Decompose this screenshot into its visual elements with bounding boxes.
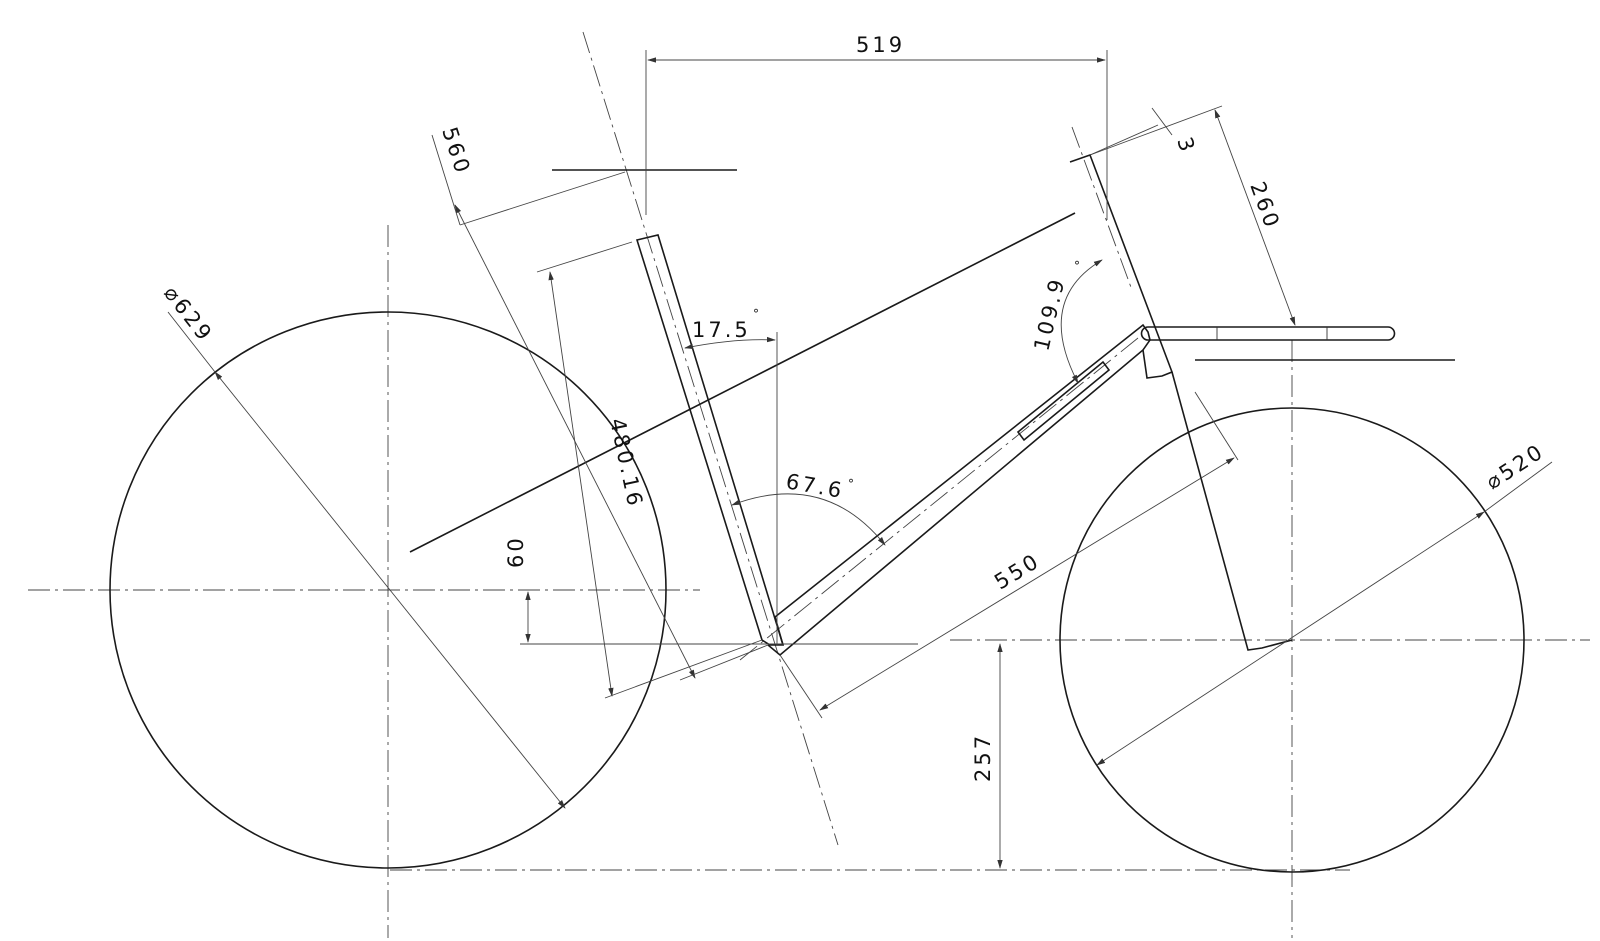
label-519: 519: [856, 33, 905, 57]
dim-480-ext-top: [536, 241, 633, 273]
dim-560-ext-bottom: [679, 644, 769, 681]
head-tube-axis: [1071, 126, 1133, 291]
seat-tube: [635, 234, 785, 646]
down-tube-axis: [739, 337, 1139, 661]
dim-560-leader: [431, 134, 461, 226]
label-257: 257: [971, 733, 995, 782]
dim-550-ext-bottom: [779, 654, 823, 719]
label-550: 550: [990, 548, 1044, 594]
label-60: 60: [504, 535, 528, 568]
frame: [409, 153, 1455, 657]
label-17-5-degree: °: [753, 307, 759, 321]
label-629: ⌀629: [159, 281, 218, 347]
angle-109-9-arc: [1060, 259, 1103, 384]
dim-550-ext-top: [1194, 391, 1239, 461]
dim-3-ext-1: [1089, 124, 1159, 156]
label-67-6: 67.6: [784, 469, 846, 503]
dim-480-ext-bottom: [604, 639, 763, 699]
angle-67-6-arc: [731, 493, 886, 546]
handlebar: [1140, 326, 1396, 341]
dim-629-leader: [167, 311, 216, 373]
down-tube-slot: [1016, 360, 1111, 442]
label-260: 260: [1245, 179, 1284, 233]
dim-550-line: [819, 457, 1235, 711]
seat-tube-axis: [582, 31, 839, 846]
label-67-6-degree: °: [848, 477, 854, 491]
dim-560-ext-top: [459, 171, 626, 226]
label-109-9-degree: °: [1074, 259, 1080, 273]
dim-520-leader: [1483, 461, 1553, 513]
dim-629-line: [214, 371, 566, 809]
dim-260-line: [1214, 109, 1296, 326]
dimensions: [167, 50, 1553, 869]
dim-480-line: [548, 271, 614, 697]
labels: 519 560 3 260 ⌀629 ⌀520 17.5 ° 109.9 ° 6…: [159, 33, 1549, 782]
front-fork: [1171, 371, 1293, 651]
label-3: 3: [1172, 134, 1200, 157]
angle-17-5-arc: [684, 336, 776, 350]
label-109-9: 109.9: [1029, 275, 1069, 354]
label-17-5: 17.5: [692, 318, 751, 342]
wheels: [109, 311, 1525, 873]
head-tube: [1069, 153, 1174, 379]
dim-520-line: [1096, 511, 1485, 766]
label-480-16: 480.16: [605, 416, 647, 510]
label-520: ⌀520: [1482, 439, 1549, 494]
down-tube-inner: [774, 616, 784, 646]
dim-260-ext-top: [1089, 105, 1223, 156]
dim-3-ext-2: [1151, 107, 1173, 136]
